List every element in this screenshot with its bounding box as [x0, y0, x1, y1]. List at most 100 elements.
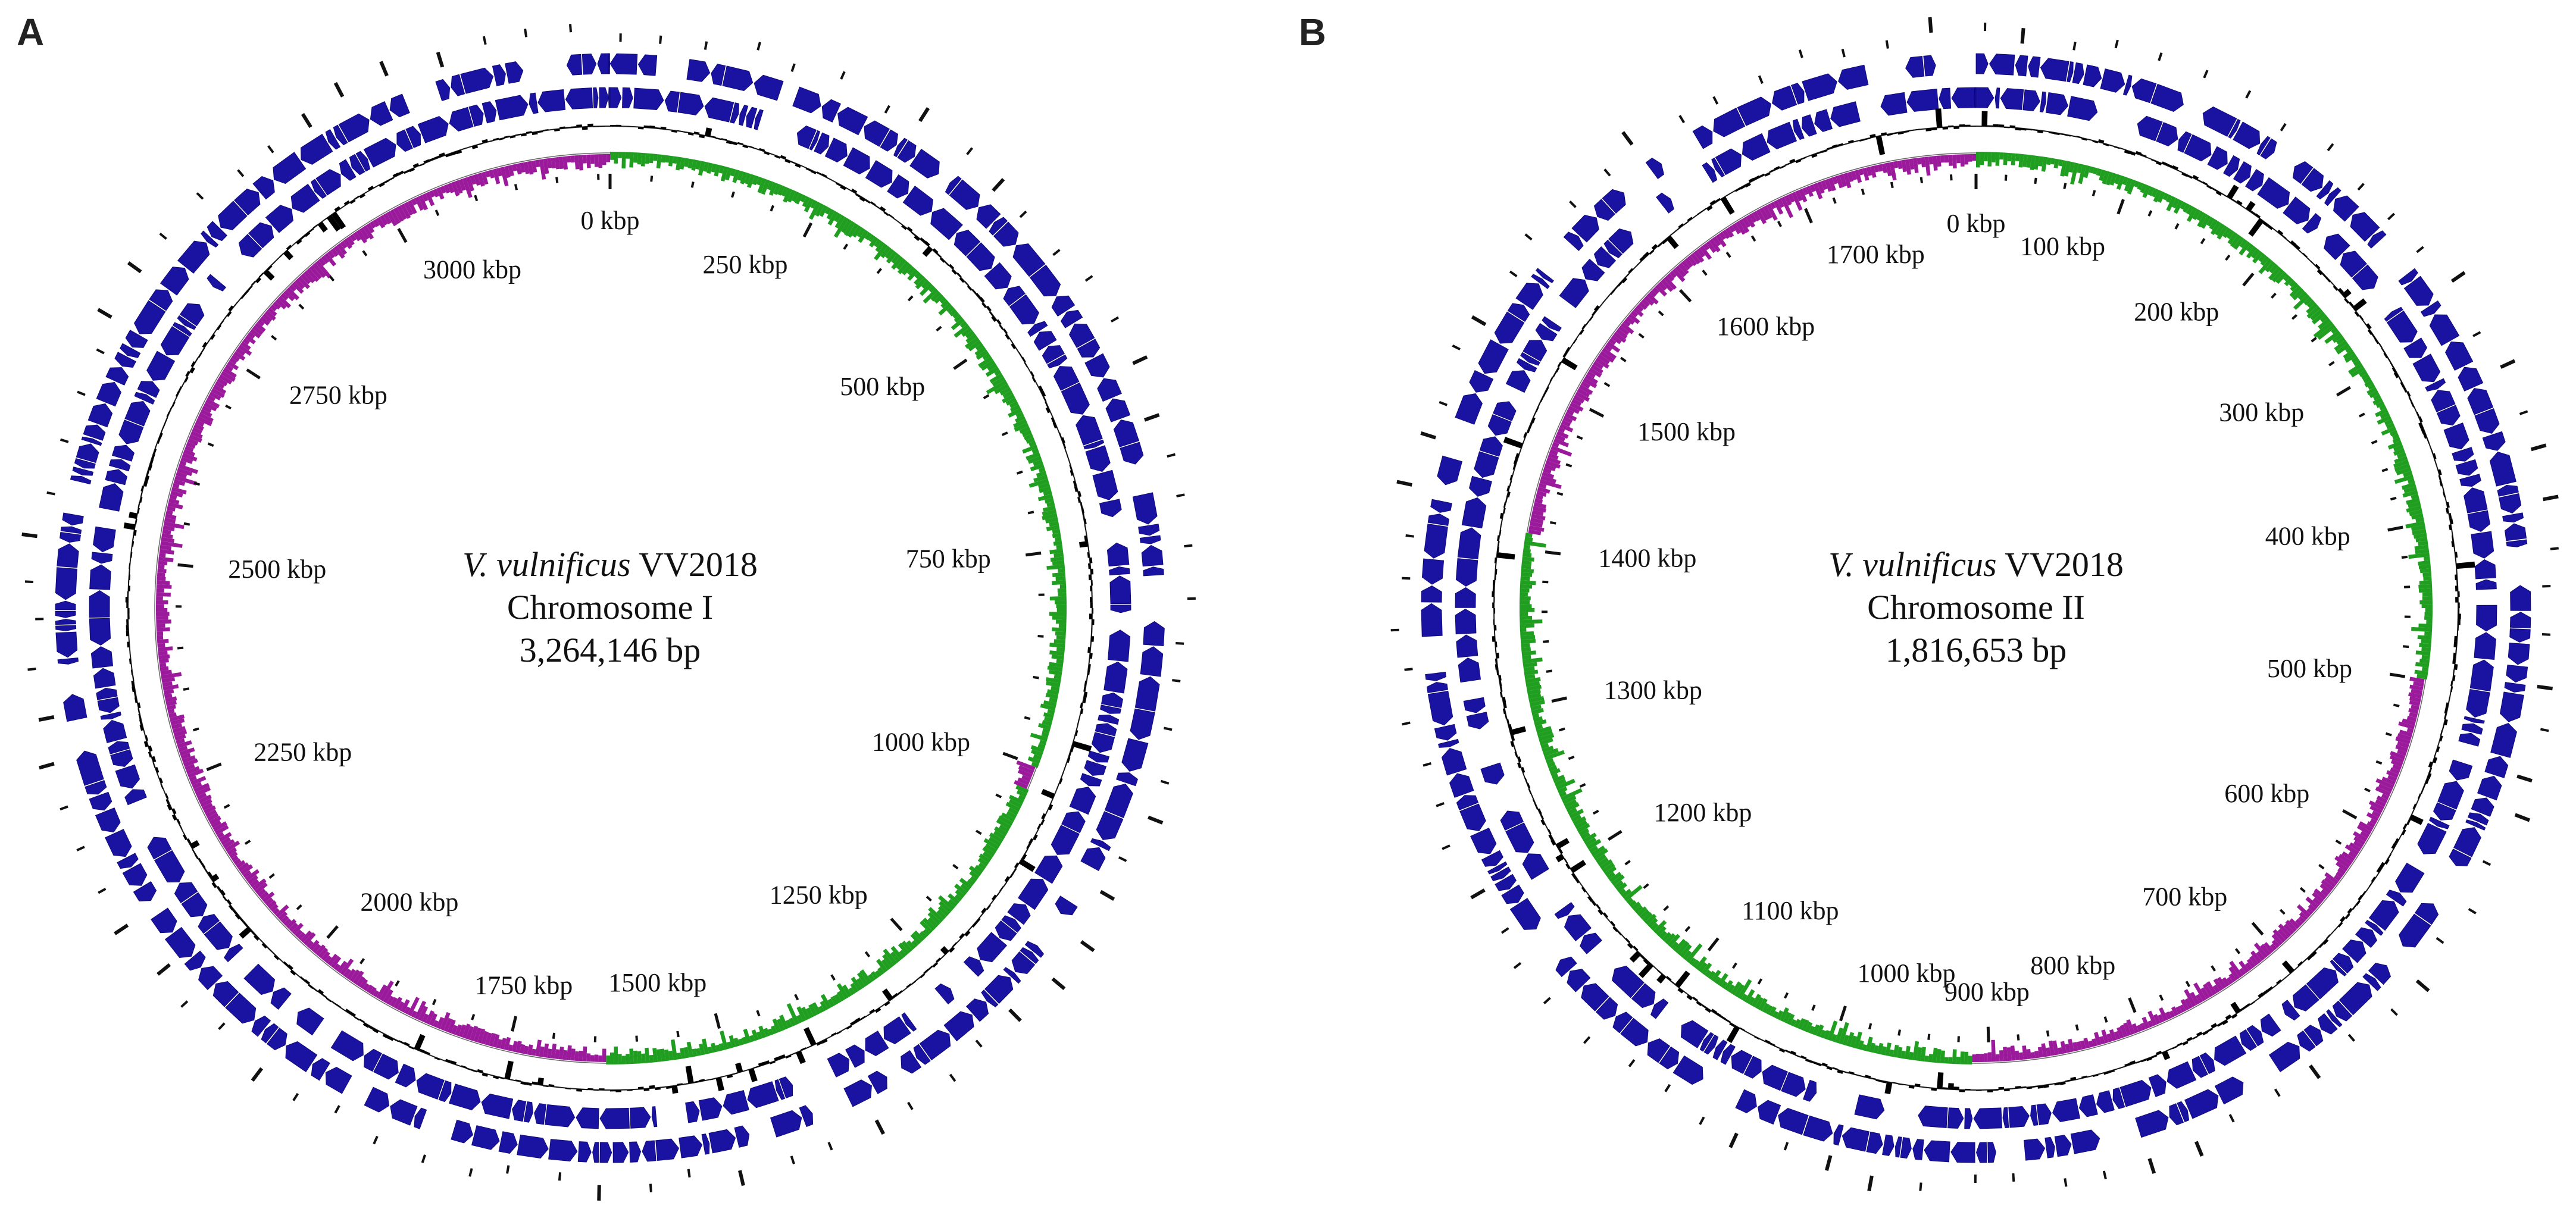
gc-skew-bin: [2275, 271, 2288, 284]
gc-skew-bin: [362, 225, 374, 240]
gc-content-bin: [1525, 778, 1528, 784]
gc-skew-bin: [2394, 474, 2414, 484]
cds-feature: [1790, 83, 1805, 105]
gc-skew-bin: [2381, 793, 2390, 800]
gc-content-bin: [2381, 347, 2385, 353]
gc-content-bin: [1627, 942, 1633, 949]
gc-skew-bin: [980, 359, 995, 371]
gc-content-bin: [128, 608, 130, 614]
gc-content-bin: [587, 123, 593, 127]
gc-skew-bin: [1542, 471, 1555, 479]
gc-skew-bin: [2358, 821, 2374, 832]
outer-tick-mark: [1172, 679, 1181, 682]
gc-skew-bin: [696, 1048, 701, 1056]
gc-content-bin: [1947, 1083, 1954, 1090]
outer-tick-mark: [1019, 210, 1027, 218]
gc-content-bin: [1715, 1012, 1722, 1017]
gc-skew-bin: [473, 1028, 482, 1042]
gc-content-bin: [233, 302, 237, 307]
gc-skew-bin: [1758, 998, 1768, 1012]
gc-skew-bin: [1529, 700, 1545, 707]
gc-content-bin: [2043, 130, 2049, 132]
gc-skew-bin: [443, 1017, 452, 1032]
gc-skew-bin: [1522, 552, 1532, 558]
cds-feature: [977, 932, 1008, 963]
cds-feature: [1659, 1046, 1680, 1070]
gc-skew-bin: [283, 290, 295, 302]
cds-feature: [2330, 959, 2347, 976]
gc-content-bin: [1837, 1070, 1843, 1074]
gc-skew-bin: [1535, 724, 1543, 730]
gc-skew-bin: [440, 1012, 451, 1031]
gc-content-bin: [1506, 491, 1511, 498]
scale-label: 3000 kbp: [423, 255, 521, 284]
gc-content-bin: [477, 143, 483, 146]
gc-content-bin: [261, 942, 267, 949]
major-tick: [1551, 696, 1567, 703]
gc-skew-bin: [2131, 1023, 2139, 1034]
gc-skew-bin: [481, 1031, 489, 1045]
gc-skew-bin: [205, 809, 217, 818]
cds-feature: [100, 711, 121, 720]
gc-content-bin: [2146, 1057, 2153, 1061]
gc-skew-bin: [2253, 942, 2268, 959]
gc-skew-bin: [252, 878, 267, 891]
gc-skew-bin: [1049, 643, 1065, 648]
gc-content-bin: [392, 173, 399, 178]
cds-feature: [1478, 339, 1509, 374]
gc-content-bin: [1586, 320, 1590, 325]
gc-content-bin: [1521, 766, 1525, 773]
cds-feature: [1742, 133, 1771, 161]
gc-content-bin: [2393, 372, 2399, 378]
gc-skew-bin: [425, 192, 435, 206]
gc-skew-bin: [1593, 361, 1603, 369]
gc-skew-bin: [278, 295, 291, 309]
gc-skew-bin: [2026, 1048, 2031, 1060]
gc-skew-bin: [286, 919, 297, 929]
scale-label: 100 kbp: [2020, 231, 2105, 261]
gc-skew-bin: [2380, 411, 2390, 419]
cds-feature: [1087, 750, 1110, 763]
gc-skew-bin: [515, 1041, 522, 1053]
gc-skew-bin: [1742, 217, 1751, 228]
gc-skew-bin: [776, 1019, 785, 1032]
gc-skew-bin: [2393, 459, 2409, 468]
gc-content-bin: [1087, 552, 1090, 558]
gc-content-bin: [1789, 158, 1796, 164]
cds-feature: [177, 240, 210, 274]
gc-skew-bin: [2153, 189, 2162, 203]
gc-skew-bin: [1556, 778, 1575, 790]
gc-skew-bin: [1545, 460, 1561, 469]
cds-feature: [1020, 947, 1039, 965]
gc-skew-bin: [1649, 290, 1657, 298]
cds-feature: [2268, 1041, 2300, 1072]
minor-tick: [1750, 235, 1756, 242]
outer-tick-mark: [27, 668, 36, 671]
gc-content-bin: [1670, 980, 1675, 985]
gc-skew-bin: [429, 190, 436, 198]
cds-feature: [1012, 243, 1046, 277]
gc-content-bin: [2366, 887, 2370, 892]
gc-content-bin: [2449, 513, 2452, 519]
gc-skew-bin: [2263, 942, 2274, 954]
gc-skew-bin: [1053, 674, 1062, 679]
gc-content-bin: [2439, 735, 2443, 742]
gc-skew-bin: [300, 930, 312, 943]
gc-content-bin: [1009, 873, 1014, 879]
gc-skew-bin: [1015, 785, 1029, 794]
gc-content-bin: [434, 155, 440, 159]
gc-skew-bin: [436, 187, 445, 200]
gc-content-bin: [155, 766, 160, 773]
gc-content-bin: [1511, 735, 1515, 741]
cds-feature: [1778, 1108, 1809, 1135]
major-tick: [1839, 1006, 1847, 1022]
gc-skew-bin: [927, 917, 939, 928]
gc-content-bin: [1499, 524, 1502, 530]
gc-content-bin: [1870, 134, 1876, 138]
gc-content-bin: [1012, 868, 1017, 874]
gc-content-bin: [509, 135, 516, 139]
gc-content-bin: [2344, 298, 2349, 304]
gc-skew-bin: [2099, 1036, 2105, 1045]
cds-feature: [2453, 827, 2481, 857]
gc-skew-bin: [1647, 917, 1658, 928]
